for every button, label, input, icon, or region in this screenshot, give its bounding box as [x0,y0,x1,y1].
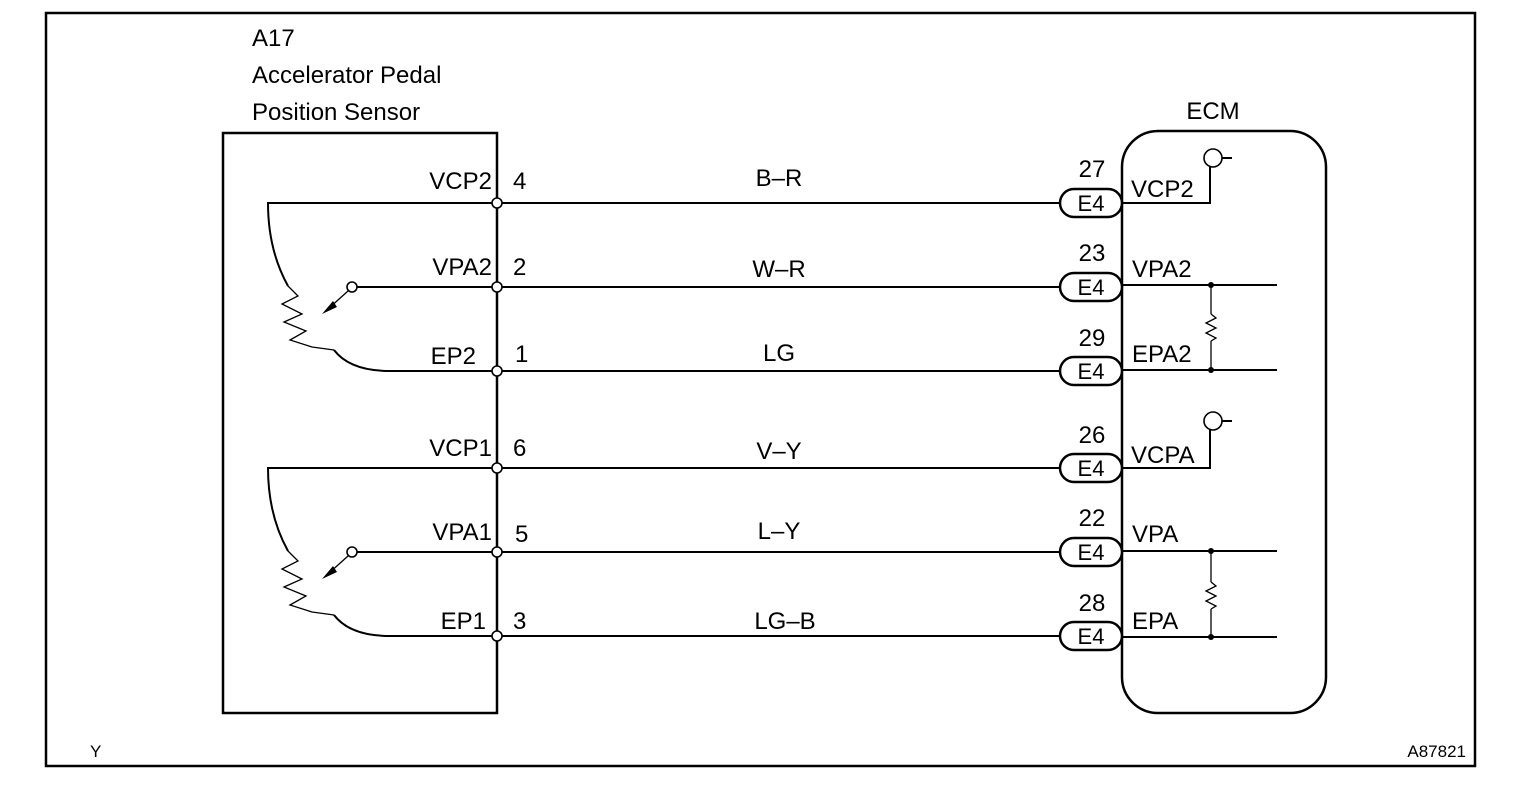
circuit-row: VPA1 5 L–Y 22 E4 VPA [432,505,1178,568]
ecm-terminal-label: VPA2 [1132,256,1192,283]
ecm-terminal-label: VPA [1132,521,1178,548]
circuit-row: VCP1 6 V–Y 26 E4 VCPA [429,422,1195,484]
sensor-terminal-label: VCP1 [429,435,492,462]
sensor-pin-number: 1 [515,341,528,368]
sensor-name-line1: Accelerator Pedal [252,62,441,89]
ecm-terminal-label: EPA2 [1132,341,1192,368]
ecm-channel-2-internal [1122,282,1277,373]
figure-id: A87821 [1407,742,1466,761]
connector-label: E4 [1078,624,1105,649]
sensor-pin-number: 3 [513,608,526,635]
footer-code: Y [90,742,101,761]
circuit-row: VCP2 4 B–R 27 E4 VCP2 [429,156,1194,219]
sensor-terminal-label: EP1 [441,608,486,635]
connector-label: E4 [1078,275,1105,300]
sensor-terminal-label: VPA1 [432,519,492,546]
sensor-pin-number: 2 [513,254,526,281]
wire-color-label: LG [763,340,795,367]
connector-label: E4 [1078,359,1105,384]
connector-label: E4 [1078,191,1105,216]
ecm-pin-number: 27 [1079,156,1106,183]
ecm-channel-1-internal [1122,548,1277,640]
ecm-pin-number: 28 [1079,590,1106,617]
ecm-label: ECM [1186,98,1239,125]
resistor-symbol [1204,313,1218,342]
wire-color-label: B–R [756,165,803,192]
ecm-terminal-label: EPA [1132,608,1178,635]
sensor-code: A17 [252,25,295,52]
ecm-pin-number: 29 [1079,325,1106,352]
sensor-box [221,131,499,715]
ecm-pin-number: 26 [1079,422,1106,449]
ecm-box [1120,129,1328,715]
connector-label: E4 [1078,540,1105,565]
circuit-row: EP2 1 LG 29 E4 EPA2 [431,325,1192,387]
wire-color-label: V–Y [756,438,801,465]
ecm-terminal-label: VCPA [1131,442,1195,469]
sensor-terminal-label: VCP2 [429,168,492,195]
wire-color-label: L–Y [758,518,801,545]
potentiometer-1-symbol [266,467,497,637]
sensor-terminal-label: VPA2 [432,254,492,281]
sensor-terminal-label: EP2 [431,343,476,370]
ecm-vcpa-supply-symbol [1122,411,1232,469]
ecm-vcp2-supply-symbol [1122,148,1232,204]
sensor-pin-number: 4 [513,168,526,195]
sensor-name-line2: Position Sensor [252,99,420,126]
wire-color-label: LG–B [754,608,815,635]
resistor-symbol [1204,581,1218,610]
circuit-row: EP1 3 LG–B 28 E4 EPA [441,590,1178,652]
wire-color-label: W–R [752,256,805,283]
diagram-frame [44,11,1477,768]
ecm-pin-number: 22 [1079,505,1106,532]
sensor-pin-number: 6 [513,435,526,462]
sensor-pin-number: 5 [515,521,528,548]
circuit-row: VPA2 2 W–R 23 E4 VPA2 [432,240,1192,303]
connector-label: E4 [1078,456,1105,481]
potentiometer-2-symbol [266,202,497,372]
ecm-terminal-label: VCP2 [1131,176,1194,203]
ecm-pin-number: 23 [1079,240,1106,267]
